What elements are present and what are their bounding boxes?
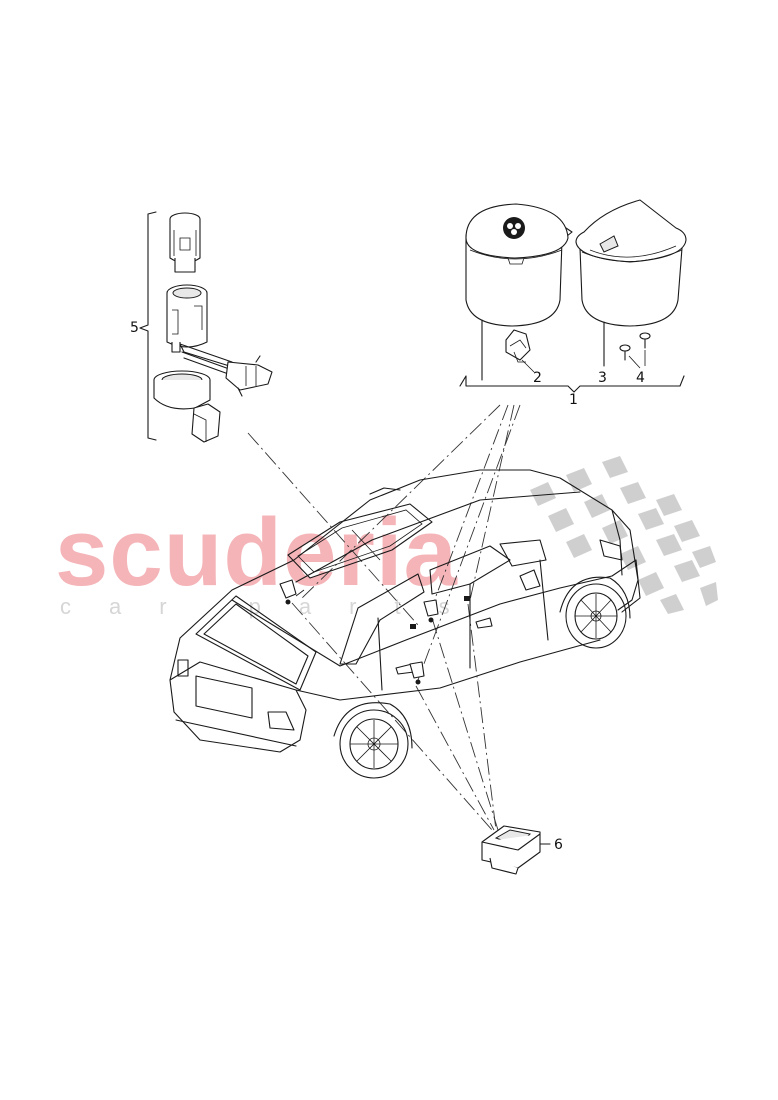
retaining-clip <box>505 329 535 373</box>
checkered-flag-icon <box>530 456 718 614</box>
rear-wheel <box>333 702 413 779</box>
usb-socket-6: 6 <box>481 825 563 875</box>
callout-1: 1 <box>569 392 578 408</box>
car-body-outline <box>169 469 641 779</box>
callout-2: 2 <box>533 370 542 386</box>
screw <box>619 332 651 369</box>
storage-cup-open <box>575 199 687 367</box>
front-wheel <box>559 576 631 649</box>
watermark-main-text: scuderia <box>55 499 458 606</box>
callout-5: 5 <box>130 320 139 336</box>
watermark: scuderia car parts <box>55 456 718 619</box>
storage-cup-with-lid <box>465 203 573 381</box>
callout-6: 6 <box>554 837 563 853</box>
power-socket <box>166 284 273 397</box>
bentley-logo-icon <box>503 217 525 239</box>
socket-insert <box>169 212 201 273</box>
watermark-sub-text: car parts <box>60 594 488 619</box>
leader-lines <box>247 404 521 831</box>
callout-3: 3 <box>598 370 607 386</box>
socket-housing <box>153 370 221 443</box>
callout-4: 4 <box>636 370 645 386</box>
assembly-5: 5 <box>130 211 273 443</box>
socket-location-markers <box>279 579 470 685</box>
assembly-1: 2 3 4 1 <box>459 199 687 408</box>
